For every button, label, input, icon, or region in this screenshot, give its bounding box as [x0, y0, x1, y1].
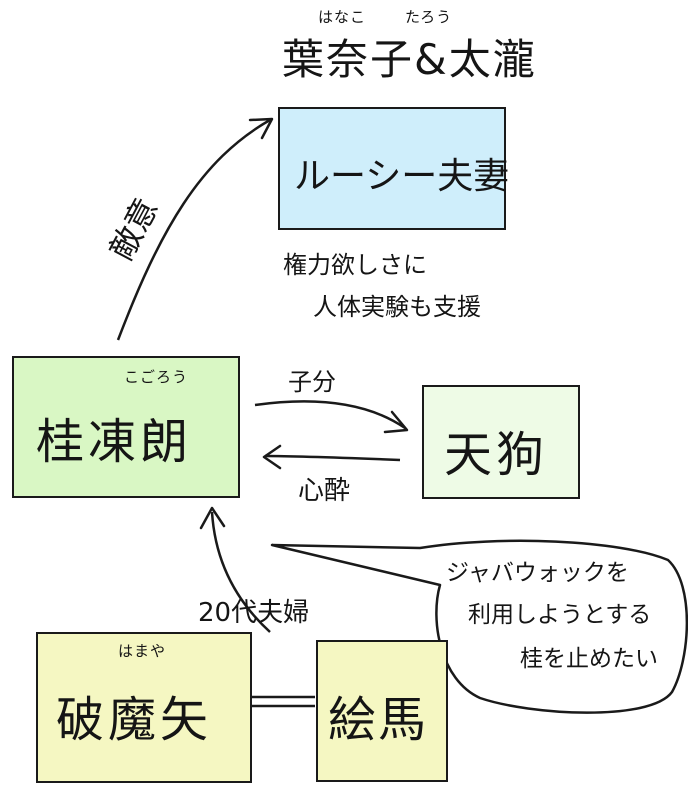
lucy-couple-box: ルーシー夫妻	[278, 107, 510, 230]
bubble-line1: ジャバウォックを	[446, 560, 629, 586]
devotion-arrow	[264, 454, 401, 462]
furigana-taro: たろう	[405, 8, 453, 26]
ema-label: 絵馬	[328, 692, 429, 748]
bubble-line2: 利用しようとする	[468, 602, 652, 628]
furigana-hanako: はなこ	[318, 8, 367, 26]
henchman-arrow	[254, 400, 406, 430]
henchman-label: 子分	[288, 368, 336, 396]
katsura-label: 桂凍朗	[36, 414, 193, 470]
tengu-label: 天狗	[444, 427, 549, 483]
lucy-note-line2: 人体実験も支援	[313, 293, 481, 321]
hamaya-box: はまや 破魔矢	[36, 632, 252, 783]
bubble-line3: 桂を止めたい	[520, 646, 658, 672]
speech-bubble	[270, 539, 688, 714]
age20s-arrow	[210, 511, 271, 633]
ema-box: 絵馬	[316, 640, 448, 782]
henchman-arrowhead	[383, 410, 409, 434]
age20s-label: 20代夫婦	[198, 598, 310, 628]
lucy-note-line1: 権力欲しさに	[283, 251, 427, 279]
hamaya-furigana: はまや	[118, 642, 167, 660]
devotion-arrowhead	[262, 444, 282, 470]
lucy-names: 葉奈子&太瀧	[282, 35, 537, 84]
katsura-box: こごろう 桂凍朗	[12, 356, 240, 498]
hostility-arrow	[116, 118, 271, 341]
devotion-label: 心酔	[298, 476, 351, 506]
tengu-box: 天狗	[422, 385, 580, 499]
lucy-couple-label: ルーシー夫妻	[294, 156, 510, 197]
age20s-arrowhead	[199, 506, 226, 530]
hostility-arrowhead	[248, 117, 274, 140]
katsura-furigana: こごろう	[124, 368, 189, 386]
hamaya-label: 破魔矢	[56, 692, 213, 748]
